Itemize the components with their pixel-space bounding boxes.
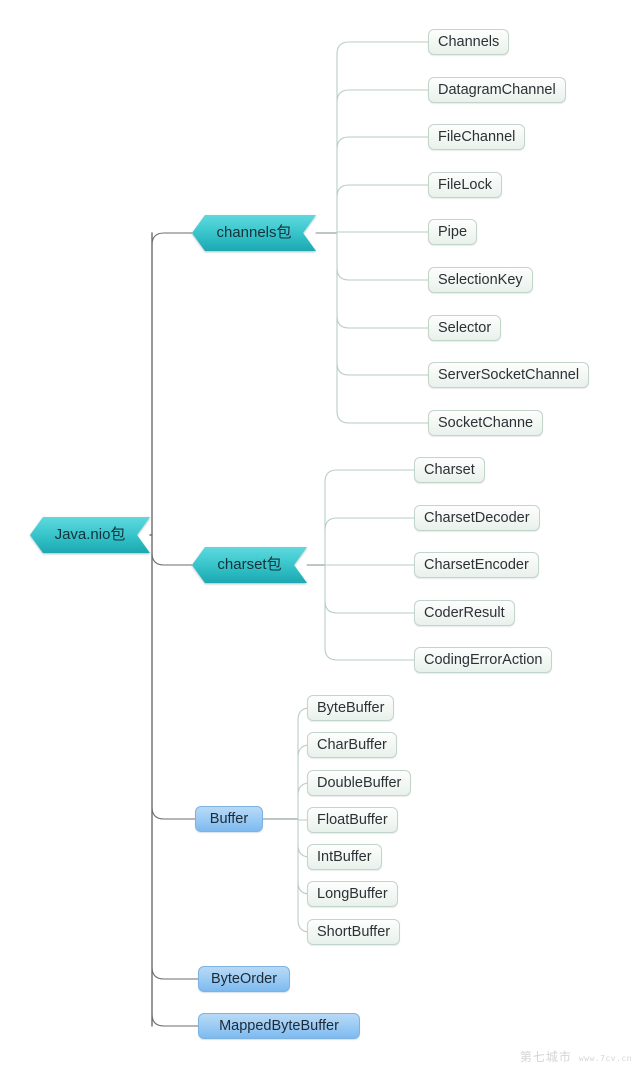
leaf-node[interactable]: CharBuffer [307, 732, 397, 758]
branch-node-label-channels: channels包 [216, 224, 292, 241]
root-node[interactable]: Java.nio包 [30, 517, 150, 553]
leaf-node[interactable]: CodingErrorAction [414, 647, 553, 673]
branch-node-channels[interactable]: channels包 [192, 215, 316, 251]
leaf-node[interactable]: FileLock [428, 172, 502, 198]
leaf-node[interactable]: ServerSocketChannel [428, 362, 590, 388]
leaf-node[interactable]: SocketChanne [428, 410, 544, 436]
leaf-node[interactable]: Charset [414, 457, 485, 483]
leaf-node[interactable]: Channels [428, 29, 510, 55]
watermark: 第七城市 www.7cv.cn [520, 1048, 632, 1065]
leaf-node[interactable]: Pipe [428, 219, 478, 245]
leaf-node[interactable]: Selector [428, 315, 502, 341]
leaf-node[interactable]: DoubleBuffer [307, 770, 412, 796]
leaf-node[interactable]: FileChannel [428, 124, 526, 150]
leaf-node[interactable]: ShortBuffer [307, 919, 401, 945]
watermark-site-name: 第七城市 [519, 1050, 572, 1064]
leaf-node[interactable]: FloatBuffer [307, 807, 398, 833]
leaf-node[interactable]: LongBuffer [307, 881, 398, 907]
root-node-label: Java.nio包 [54, 526, 126, 543]
branch-node-byteorder[interactable]: ByteOrder [198, 966, 290, 992]
branch-node-buffer[interactable]: Buffer [195, 806, 263, 832]
branch-node-mappedbytebuffer[interactable]: MappedByteBuffer [198, 1013, 360, 1039]
leaf-node[interactable]: ByteBuffer [307, 695, 395, 721]
leaf-node[interactable]: IntBuffer [307, 844, 382, 870]
leaf-node[interactable]: DatagramChannel [428, 77, 566, 103]
watermark-url: www.7cv.cn [578, 1054, 632, 1063]
branch-node-charset[interactable]: charset包 [192, 547, 307, 583]
leaf-node[interactable]: CoderResult [414, 600, 515, 626]
leaf-node[interactable]: CharsetDecoder [414, 505, 540, 531]
branch-node-label-charset: charset包 [217, 556, 282, 573]
leaf-node[interactable]: CharsetEncoder [414, 552, 539, 578]
leaf-node[interactable]: SelectionKey [428, 267, 533, 293]
